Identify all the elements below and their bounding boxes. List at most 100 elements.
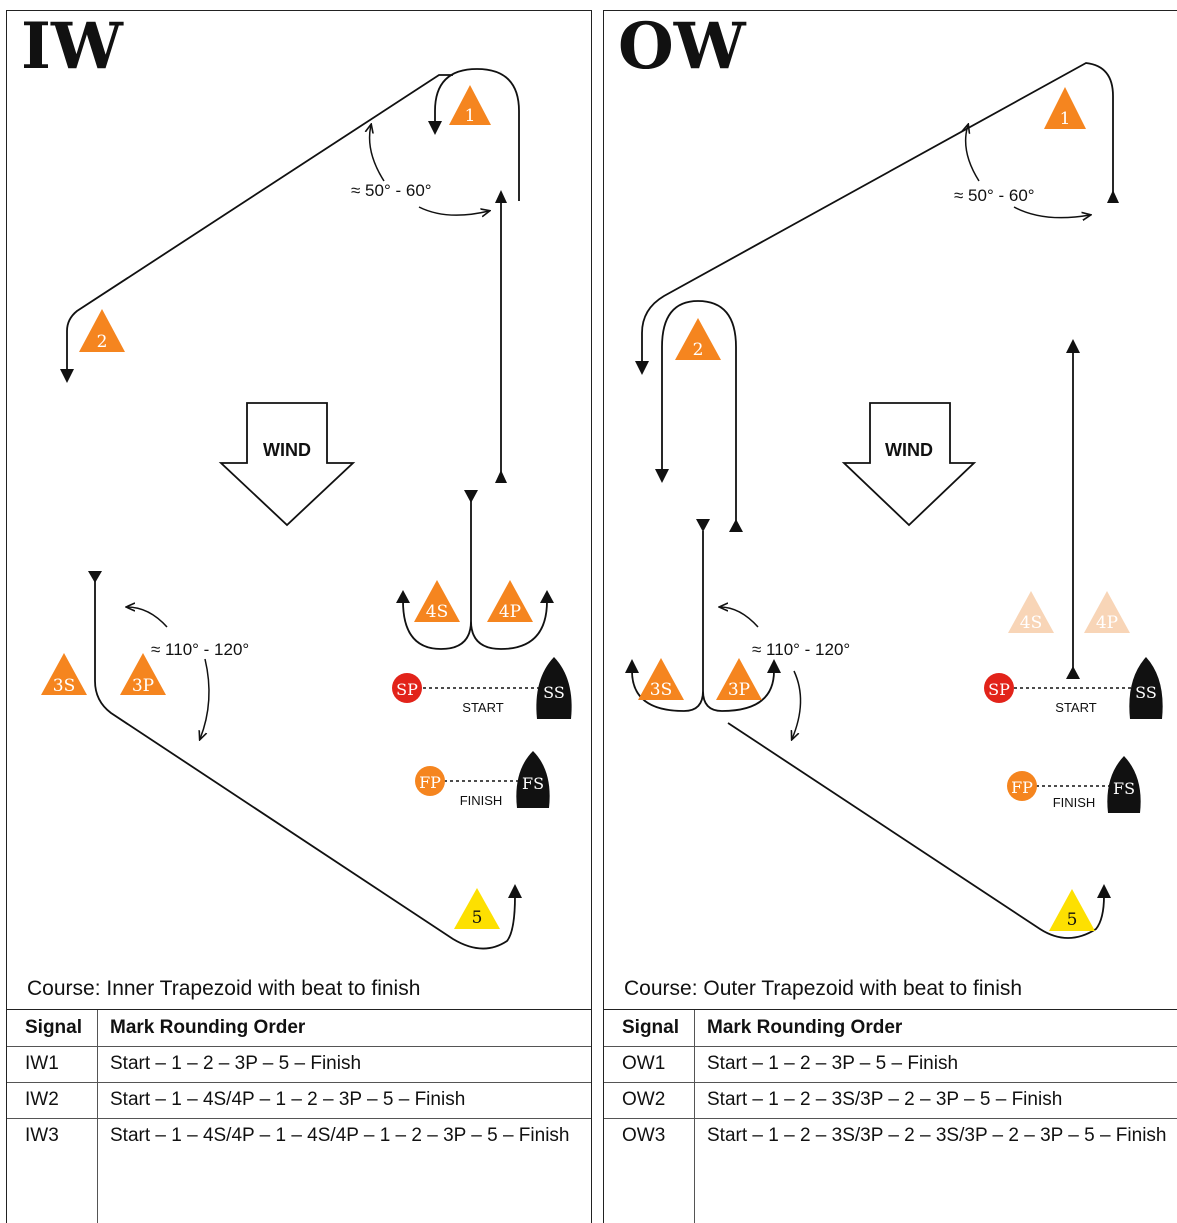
arrowhead — [696, 519, 710, 532]
signal-cell: OW1 — [622, 1053, 666, 1074]
wind-arrow: WIND — [218, 402, 356, 527]
rounding-table: Signal Mark Rounding Order OW1 Start – 1… — [604, 1009, 1177, 1223]
start-label: START — [1055, 700, 1096, 715]
angle-arc-lower — [720, 607, 802, 739]
arrowhead — [508, 884, 522, 898]
svg-text:4S: 4S — [1020, 613, 1042, 633]
mark-4s: 4S — [1008, 591, 1054, 633]
wind-arrow: WIND — [841, 402, 977, 527]
course-lines — [66, 68, 548, 950]
table-header-row: Signal Mark Rounding Order — [604, 1010, 1177, 1047]
svg-text:2: 2 — [693, 340, 704, 360]
run-to-3 — [94, 581, 516, 950]
angle-arc-lower — [127, 607, 210, 739]
run-to-3 — [631, 531, 775, 712]
start-line: SP SS START — [984, 657, 1163, 719]
table-row: OW3 Start – 1 – 2 – 3S/3P – 2 – 3S/3P – … — [604, 1118, 1177, 1154]
beat-leg — [641, 62, 1114, 363]
course-title: Course: Outer Trapezoid with beat to fin… — [624, 977, 1023, 1000]
table-row: OW1 Start – 1 – 2 – 3P – 5 – Finish — [604, 1046, 1177, 1083]
start-boat — [1129, 657, 1163, 719]
svg-text:SS: SS — [543, 683, 565, 702]
signal-header: Signal — [25, 1017, 83, 1038]
arrowhead — [767, 659, 781, 673]
svg-text:SP: SP — [396, 680, 418, 699]
mark-5: 5 — [454, 888, 500, 929]
order-cell: Start – 1 – 2 – 3S/3P – 2 – 3P – 5 – Fin… — [707, 1089, 1063, 1110]
svg-text:3S: 3S — [650, 680, 672, 700]
mark-3s: 3S — [41, 653, 87, 696]
angle-arc-upper — [966, 125, 1090, 218]
table-header-row: Signal Mark Rounding Order — [7, 1010, 591, 1047]
start-label: START — [462, 700, 503, 715]
svg-text:4S: 4S — [426, 602, 448, 622]
signal-cell: OW3 — [622, 1125, 666, 1146]
mark-5: 5 — [1049, 889, 1095, 931]
order-cell: Start – 1 – 2 – 3P – 5 – Finish — [707, 1053, 959, 1074]
arrowhead — [1097, 884, 1111, 898]
start-boat — [536, 657, 572, 719]
course-title: Course: Inner Trapezoid with beat to fin… — [27, 977, 421, 1000]
finish-line: FP FS FINISH — [1007, 756, 1141, 813]
angle-label-lower: ≈ 110° - 120° — [151, 640, 249, 659]
mark-4s: 4S — [414, 580, 460, 622]
svg-text:4P: 4P — [1096, 613, 1118, 633]
wind-label: WIND — [263, 440, 311, 460]
arrowheads — [625, 190, 1119, 898]
signal-header: Signal — [622, 1017, 680, 1038]
mark-3s: 3S — [638, 658, 684, 700]
arrowhead — [60, 369, 74, 383]
angle-label-lower: ≈ 110° - 120° — [752, 640, 850, 659]
start-line: SP SS START — [392, 657, 572, 719]
table-row: IW3 Start – 1 – 4S/4P – 1 – 4S/4P – 1 – … — [7, 1118, 591, 1154]
table-row: OW2 Start – 1 – 2 – 3S/3P – 2 – 3P – 5 –… — [604, 1082, 1177, 1119]
mark-1-rounding — [434, 68, 520, 201]
angle-arc-upper — [370, 125, 489, 215]
arrowhead — [88, 571, 102, 583]
arrowhead — [655, 469, 669, 483]
arrowhead — [396, 590, 410, 603]
arrowhead — [495, 470, 507, 483]
finish-boat — [1107, 756, 1141, 813]
arrowhead — [428, 121, 442, 135]
svg-text:FS: FS — [522, 774, 544, 793]
svg-text:5: 5 — [472, 908, 483, 928]
course-panel-ow: ≈ 50° - 60° ≈ 110° - 120° WIND 1 2 3S 3P — [603, 10, 1177, 1223]
leg-to-5 — [727, 722, 1105, 939]
course-panel-iw: ≈ 50° - 60° ≈ 110° - 120° WIND 1 2 3S 3P — [6, 10, 592, 1223]
svg-text:5: 5 — [1067, 910, 1078, 930]
signal-cell: IW2 — [25, 1089, 59, 1110]
finish-pin — [415, 766, 445, 796]
order-header: Mark Rounding Order — [707, 1017, 903, 1038]
svg-text:1: 1 — [1060, 109, 1071, 129]
table-row: IW2 Start – 1 – 4S/4P – 1 – 2 – 3P – 5 –… — [7, 1082, 591, 1119]
mark-2-rounding — [661, 300, 737, 521]
finish-line: FP FS FINISH — [415, 751, 550, 808]
arrowhead — [729, 519, 743, 532]
signal-cell: IW3 — [25, 1125, 59, 1146]
order-cell: Start – 1 – 2 – 3P – 5 – Finish — [110, 1053, 362, 1074]
start-pin — [392, 673, 422, 703]
svg-text:SS: SS — [1135, 683, 1157, 702]
finish-label: FINISH — [460, 793, 503, 808]
panel-title: IW — [21, 9, 123, 84]
order-cell: Start – 1 – 4S/4P – 1 – 2 – 3P – 5 – Fin… — [110, 1089, 466, 1110]
mark-3p: 3P — [716, 658, 762, 700]
angle-label-upper: ≈ 50° - 60° — [351, 181, 432, 200]
arrowhead — [625, 659, 639, 673]
finish-pin — [1007, 771, 1037, 801]
mark-1: 1 — [449, 85, 491, 126]
loop-4s-4p — [402, 501, 548, 650]
arrowheads — [60, 121, 554, 898]
svg-text:3S: 3S — [53, 676, 75, 696]
svg-text:3P: 3P — [728, 680, 750, 700]
mark-4p: 4P — [487, 580, 533, 622]
signal-cell: OW2 — [622, 1089, 666, 1110]
svg-text:FP: FP — [1011, 778, 1033, 797]
order-cell: Start – 1 – 4S/4P – 1 – 4S/4P – 1 – 2 – … — [110, 1125, 570, 1146]
reach-to-2 — [66, 74, 453, 371]
mark-4p: 4P — [1084, 591, 1130, 633]
svg-text:1: 1 — [465, 106, 476, 126]
finish-label: FINISH — [1053, 795, 1096, 810]
arrowhead — [635, 361, 649, 375]
